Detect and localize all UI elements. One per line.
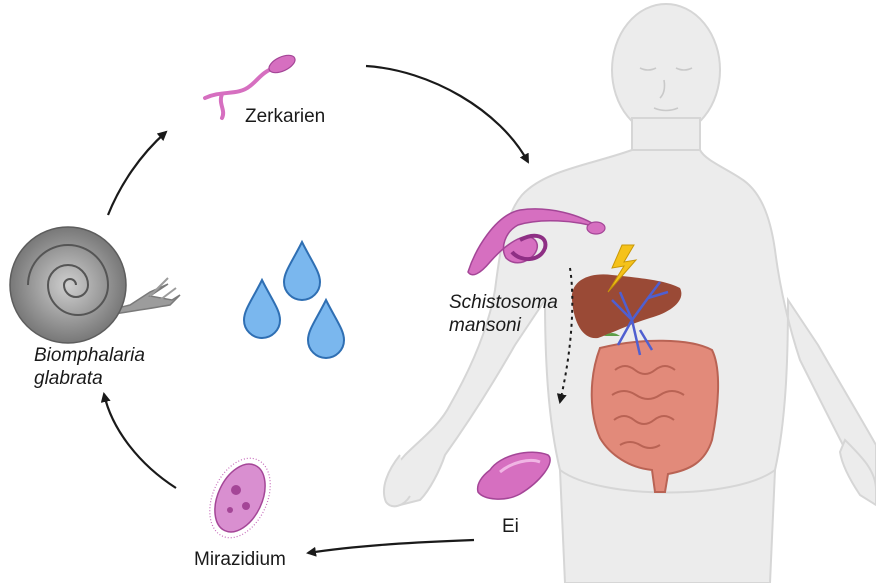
label-snail-line2: glabrata (34, 368, 103, 390)
miracidium-icon (198, 449, 282, 548)
water-drops-icon (244, 242, 344, 358)
label-miracidium: Mirazidium (194, 549, 286, 571)
label-worm-line2: mansoni (449, 315, 521, 337)
snail-icon (10, 227, 180, 343)
label-snail-line1: Biomphalaria (34, 345, 145, 367)
arrow-egg-to-miracidium (308, 540, 474, 553)
egg-icon (478, 452, 550, 499)
arrow-miracidium-to-snail (104, 394, 176, 488)
label-egg: Ei (502, 516, 519, 538)
label-worm-line1: Schistosoma (449, 292, 558, 314)
arrow-snail-to-cercariae (108, 132, 166, 215)
arrow-cercariae-to-human (366, 66, 528, 162)
label-cercariae: Zerkarien (245, 106, 325, 128)
